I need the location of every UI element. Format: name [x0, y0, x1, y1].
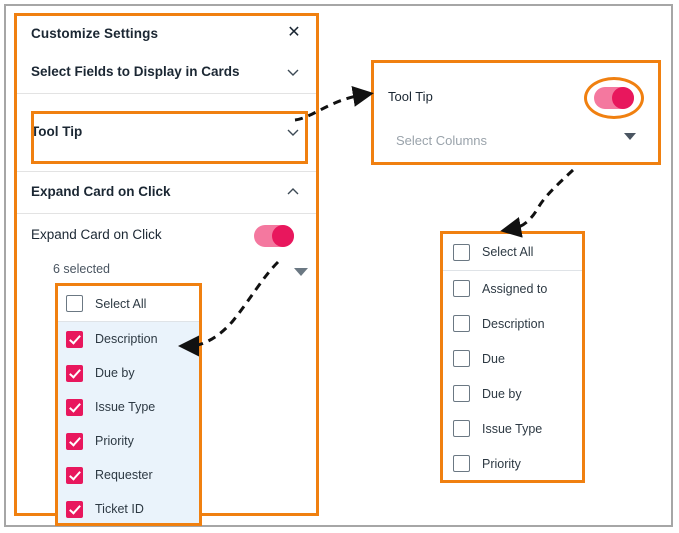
checkbox[interactable] — [66, 295, 83, 312]
list-item[interactable]: Requester — [58, 458, 199, 492]
chevron-down-icon — [286, 125, 300, 139]
list-item[interactable]: Due — [443, 341, 582, 376]
list-item-label: Ticket ID — [95, 502, 144, 516]
list-item-label: Due by — [95, 366, 135, 380]
caret-down-icon[interactable] — [624, 133, 636, 140]
list-item-label: Description — [95, 332, 158, 346]
list-item[interactable]: Description — [58, 322, 199, 356]
tool-tip-columns-list: Select All Assigned to Description Due D… — [440, 231, 585, 483]
list-item[interactable]: Due by — [443, 376, 582, 411]
list-item[interactable]: Ticket ID — [58, 492, 199, 523]
list-item-label: Priority — [95, 434, 134, 448]
list-item-label: Issue Type — [482, 421, 543, 436]
accordion-select-fields-label: Select Fields to Display in Cards — [31, 64, 240, 79]
list-item-label: Select All — [95, 296, 147, 311]
chevron-down-icon — [286, 65, 300, 79]
select-columns-input[interactable]: Select Columns — [396, 133, 488, 148]
checkbox[interactable] — [66, 330, 83, 348]
checkbox[interactable] — [66, 364, 83, 382]
checkbox[interactable] — [453, 280, 470, 297]
list-item-label: Requester — [95, 468, 153, 482]
list-item-label: Assigned to — [482, 281, 548, 296]
tool-tip-card: Tool Tip Select Columns — [371, 60, 661, 165]
expand-card-toggle-row: Expand Card on Click — [17, 214, 316, 258]
list-item[interactable]: Assigned to — [443, 271, 582, 306]
accordion-select-fields-to-display[interactable]: Select Fields to Display in Cards — [17, 52, 316, 94]
accordion-expand-card-label: Expand Card on Click — [31, 184, 171, 199]
expand-card-toggle-label: Expand Card on Click — [31, 227, 162, 242]
toggle-knob — [612, 87, 634, 109]
toggle-knob — [272, 225, 294, 247]
checkbox[interactable] — [453, 455, 470, 472]
list-item[interactable]: Due by — [58, 356, 199, 390]
list-item[interactable]: Description — [443, 306, 582, 341]
divider — [17, 171, 316, 172]
customize-settings-panel: Customize Settings ✕ Select Fields to Di… — [14, 13, 319, 526]
expand-card-columns-list: Select All Description Due by Issue Type… — [55, 283, 202, 526]
list-item-label: Due — [482, 351, 505, 366]
caret-down-icon[interactable] — [294, 268, 308, 276]
accordion-tool-tip[interactable]: Tool Tip — [17, 112, 316, 153]
list-item[interactable]: Priority — [58, 424, 199, 458]
chevron-up-icon — [286, 185, 300, 199]
list-item[interactable]: Issue Type — [443, 411, 582, 446]
selected-count-label: 6 selected — [53, 262, 110, 276]
checkbox[interactable] — [453, 385, 470, 402]
list-item-label: Select All — [482, 245, 534, 259]
checkbox[interactable] — [66, 500, 83, 518]
checkbox[interactable] — [66, 398, 83, 416]
page-title: Customize Settings — [31, 26, 159, 41]
accordion-tool-tip-label: Tool Tip — [31, 124, 83, 139]
checkbox[interactable] — [453, 420, 470, 437]
checkbox[interactable] — [453, 315, 470, 332]
close-icon[interactable]: ✕ — [287, 24, 301, 41]
checkbox[interactable] — [66, 432, 83, 450]
accordion-expand-card-on-click[interactable]: Expand Card on Click — [17, 172, 316, 214]
list-item-label: Due by — [482, 386, 522, 401]
panel-header: Customize Settings ✕ — [17, 16, 316, 53]
tool-tip-card-label: Tool Tip — [388, 89, 433, 104]
list-item-select-all[interactable]: Select All — [58, 286, 199, 322]
checkbox[interactable] — [66, 466, 83, 484]
expand-card-on-click-toggle[interactable] — [254, 225, 294, 247]
tool-tip-toggle[interactable] — [594, 87, 634, 109]
list-item-select-all[interactable]: Select All — [443, 234, 582, 271]
list-item-label: Description — [482, 316, 545, 331]
list-item[interactable]: Priority — [443, 446, 582, 480]
checkbox[interactable] — [453, 350, 470, 367]
list-item[interactable]: Issue Type — [58, 390, 199, 424]
list-item-label: Priority — [482, 456, 521, 471]
checkbox[interactable] — [453, 243, 470, 261]
list-item-label: Issue Type — [95, 400, 156, 414]
